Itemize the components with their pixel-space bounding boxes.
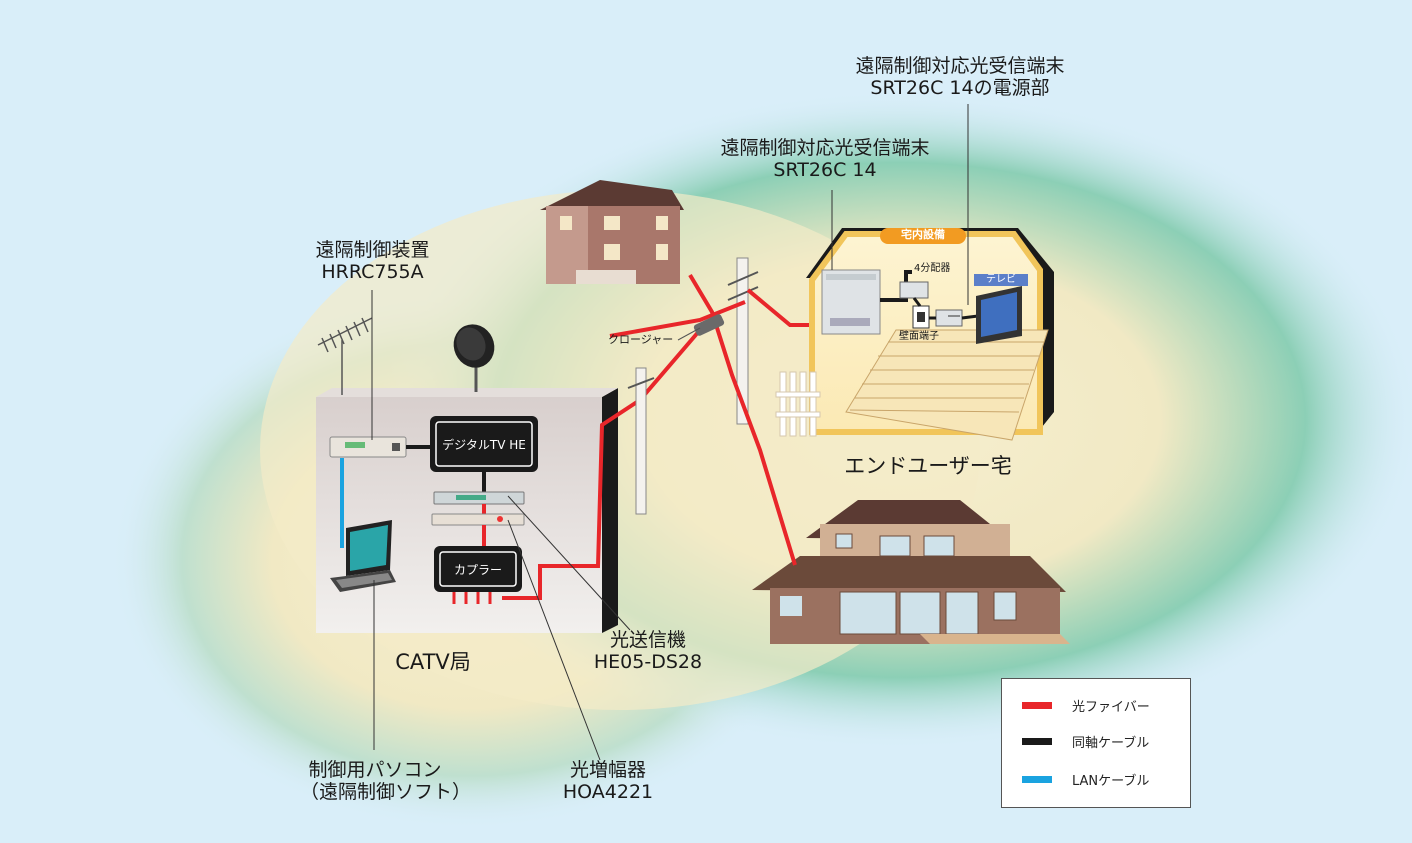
fiber-cable-closure-drop — [609, 300, 746, 338]
antenna-icon — [317, 317, 373, 395]
optical-transmitter-label: 光送信機 HE05-DS28 — [588, 629, 708, 674]
closure-leader-line — [677, 327, 701, 341]
utility-pole-1 — [627, 367, 655, 515]
coupler-label: カプラー — [453, 563, 502, 577]
remote-control-unit-device — [329, 436, 407, 458]
optical-transmitter-name: 光送信機 — [609, 629, 686, 651]
house-top-left — [540, 180, 684, 284]
tv-label: テレビ — [986, 274, 1016, 285]
optical-amplifier-model: HOA4221 — [562, 780, 654, 803]
optical-amplifier-name: 光増幅器 — [569, 759, 646, 781]
coax-cable-splitter-outlet — [912, 297, 922, 307]
control-pc-name: 制御用パソコン — [308, 759, 442, 781]
legend-label-fiber: 光ファイバー — [1072, 699, 1150, 715]
splitter-label: 4分配器 — [914, 263, 951, 274]
utility-pole-2 — [727, 257, 759, 425]
legend-label-lan: LANケーブル — [1072, 773, 1150, 789]
remote-control-unit-label: 遠隔制御装置 HRRC755A — [300, 239, 445, 284]
catv-station-label: CATV局 — [395, 650, 471, 674]
optical-receiver-device — [821, 269, 881, 335]
end-user-house-label: エンドユーザー宅 — [844, 454, 1012, 478]
remote-control-unit-name: 遠隔制御装置 — [315, 239, 430, 261]
power-unit-device — [935, 309, 963, 327]
coax-cable-power-tv — [961, 314, 979, 320]
legend-swatch-coax — [1022, 737, 1052, 745]
splitter-device — [899, 281, 929, 299]
receiver-model: SRT26C 14 — [773, 158, 877, 181]
closure-label: クロージャー — [608, 333, 674, 346]
house-bottom-right — [752, 500, 1070, 644]
receiver-name: 遠隔制御対応光受信端末 — [720, 137, 930, 159]
receiver-power-label: 遠隔制御対応光受信端末 SRT26C 14の電源部 — [820, 55, 1100, 100]
control-pc-software: （遠隔制御ソフト） — [300, 780, 472, 803]
control-pc-label: 制御用パソコン （遠隔制御ソフト） — [300, 759, 472, 804]
digital-tv-he-box — [430, 416, 538, 472]
legend-label-coax: 同軸ケーブル — [1072, 735, 1150, 751]
receiver-power-model: SRT26C 14の電源部 — [870, 76, 1050, 99]
closure-device — [693, 314, 725, 336]
optical-amplifier-label: 光増幅器 HOA4221 — [548, 759, 668, 804]
digital-tv-he-label: デジタルTV HE — [442, 438, 526, 452]
legend-swatch-lan — [1022, 775, 1052, 783]
fiber-cable-pole-to-house — [688, 273, 797, 566]
laptop-icon — [330, 520, 396, 592]
optical-amplifier-device — [431, 513, 525, 526]
wall-outlet-label: 壁面端子 — [899, 331, 939, 342]
coupler-box — [434, 546, 522, 604]
remote-control-unit-model: HRRC755A — [321, 260, 424, 283]
legend-item-lan: LANケーブル — [1022, 769, 1149, 789]
legend-item-fiber: 光ファイバー — [1022, 695, 1150, 715]
legend-swatch-fiber — [1022, 701, 1052, 709]
receiver-label: 遠隔制御対応光受信端末 SRT26C 14 — [680, 137, 970, 182]
tv-icon — [974, 274, 1028, 344]
satellite-dish-icon — [453, 324, 495, 392]
optical-transmitter-model: HE05-DS28 — [593, 650, 703, 673]
leader-lines — [371, 104, 969, 761]
receiver-power-name: 遠隔制御対応光受信端末 — [855, 55, 1065, 77]
optical-transmitter-device — [433, 491, 525, 505]
wall-outlet-device — [912, 305, 930, 329]
indoor-equipment-label: 宅内設備 — [901, 228, 945, 241]
legend-item-coax: 同軸ケーブル — [1022, 731, 1149, 751]
legend: 光ファイバー 同軸ケーブル LANケーブル — [1001, 678, 1191, 808]
